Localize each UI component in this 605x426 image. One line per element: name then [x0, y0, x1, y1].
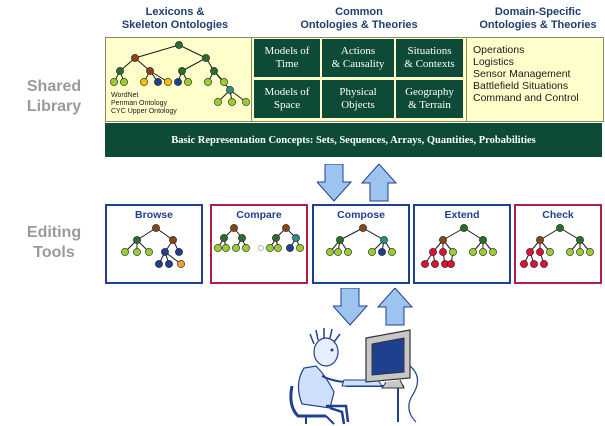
domain-panel: Operations Logistics Sensor Management B…: [466, 37, 604, 122]
tool-extend[interactable]: Extend: [413, 204, 511, 284]
browse-tree-icon: [121, 224, 185, 268]
lexicons-panel: WordNet Penman Ontology CYC Upper Ontolo…: [105, 37, 253, 122]
domain-operations: Operations: [473, 44, 525, 56]
lexicon-cyc: CYC Upper Ontology: [111, 108, 177, 115]
tool-extend-label: Extend: [444, 209, 480, 221]
cell-physical-objects: Physical Objects: [322, 80, 394, 118]
cell-situations-contexts: Situations & Contexts: [396, 39, 463, 77]
compare-trees-icon: [214, 224, 304, 252]
header-domain: Domain-Specific Ontologies & Theories: [479, 6, 597, 31]
check-tree-icon: [520, 224, 594, 268]
header-common: Common Ontologies & Theories: [300, 6, 418, 31]
tool-browse-label: Browse: [135, 209, 173, 221]
cell-models-of-space: Models of Space: [254, 80, 320, 118]
editing-tools-label: Editing Tools: [26, 224, 82, 261]
tool-browse[interactable]: Browse: [105, 204, 203, 284]
domain-logistics: Logistics: [473, 56, 514, 68]
up-arrow-icon: [360, 164, 397, 202]
up-arrow-icon: [376, 288, 413, 326]
cell-actions-causality: Actions & Causality: [322, 39, 394, 77]
tool-check[interactable]: Check: [514, 204, 602, 284]
header-lexicons: Lexicons & Skeleton Ontologies: [121, 6, 229, 31]
down-arrow-icon: [333, 288, 369, 326]
sync-arrows-upper: [317, 164, 397, 202]
tool-compare[interactable]: Compare: [210, 204, 308, 284]
tool-check-label: Check: [542, 209, 574, 221]
shared-library-label: Shared Library: [26, 78, 82, 115]
sync-arrows-lower: [333, 288, 413, 326]
lexicon-penman: Penman Ontology: [111, 100, 168, 107]
lexicon-wordnet: WordNet: [111, 92, 139, 99]
down-arrow-icon: [317, 164, 353, 202]
cell-models-of-time: Models of Time: [254, 39, 320, 77]
tool-compose[interactable]: Compose: [312, 204, 410, 284]
compose-tree-icon: [326, 224, 396, 256]
domain-command-control: Command and Control: [473, 92, 579, 104]
tool-compose-label: Compose: [337, 209, 385, 221]
extend-tree-icon: [421, 224, 497, 268]
basic-representation-bar: Basic Representation Concepts: Sets, Seq…: [105, 123, 602, 157]
tool-compare-label: Compare: [236, 209, 282, 221]
domain-sensor-management: Sensor Management: [473, 68, 571, 80]
cell-geography-terrain: Geography & Terrain: [396, 80, 463, 118]
lexicon-tree-icon: [110, 41, 250, 106]
domain-battlefield-situations: Battlefield Situations: [473, 80, 569, 92]
user-at-computer-icon: [289, 328, 419, 425]
